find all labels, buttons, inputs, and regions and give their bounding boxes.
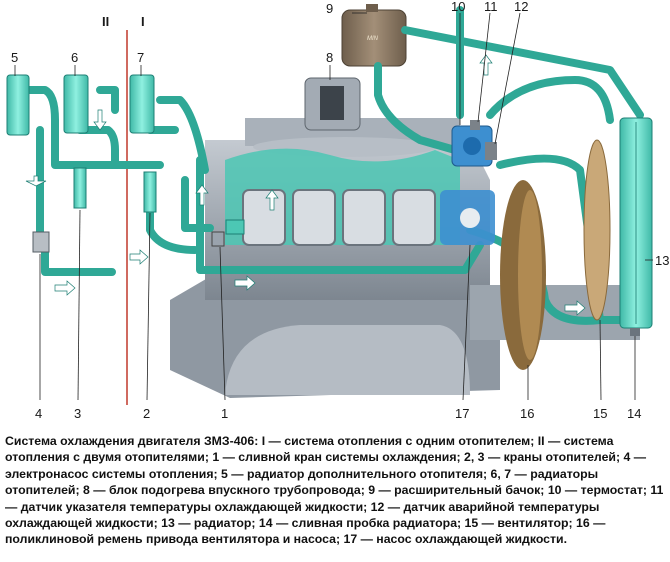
label-system-two: II: [102, 14, 109, 29]
heater-radiator-6: [63, 74, 89, 134]
cooling-system-diagram: MIN: [6, 0, 669, 421]
temperature-sensors: [470, 120, 497, 160]
heater-radiator-7: [129, 74, 155, 134]
electric-pump: [32, 231, 50, 253]
label-7: 7: [137, 50, 144, 65]
main-radiator: [619, 117, 653, 336]
figure-caption: Система охлаждения двигателя ЗМЗ-406: I …: [5, 434, 664, 547]
label-8: 8: [326, 50, 333, 65]
coolant-pump: [440, 190, 495, 245]
label-9: 9: [326, 1, 333, 16]
label-5: 5: [11, 50, 18, 65]
aux-heater-radiator: [6, 74, 30, 136]
belt-pulley: [500, 180, 546, 370]
label-10: 10: [451, 0, 465, 14]
label-13: 13: [655, 253, 669, 268]
label-2: 2: [143, 406, 150, 421]
label-3: 3: [74, 406, 81, 421]
label-17: 17: [455, 406, 469, 421]
tank-min-mark: MIN: [367, 36, 379, 42]
thermostat: [451, 125, 493, 167]
label-1: 1: [221, 406, 228, 421]
flow-arrows: [25, 54, 586, 316]
leader-lines: [14, 12, 653, 401]
label-system-one: I: [141, 14, 145, 29]
label-11: 11: [484, 0, 498, 14]
label-4: 4: [35, 406, 42, 421]
cylinder-row: [242, 189, 436, 246]
drain-tap: [211, 219, 245, 247]
label-12: 12: [514, 0, 528, 14]
label-16: 16: [520, 406, 534, 421]
heater-tap-3: [73, 167, 87, 209]
cooling-fan: [583, 139, 611, 321]
expansion-tank: MIN: [341, 4, 407, 67]
label-14: 14: [627, 406, 641, 421]
heater-tap-2: [143, 171, 157, 213]
intake-heater-block: [304, 77, 361, 131]
label-15: 15: [593, 406, 607, 421]
label-6: 6: [71, 50, 78, 65]
